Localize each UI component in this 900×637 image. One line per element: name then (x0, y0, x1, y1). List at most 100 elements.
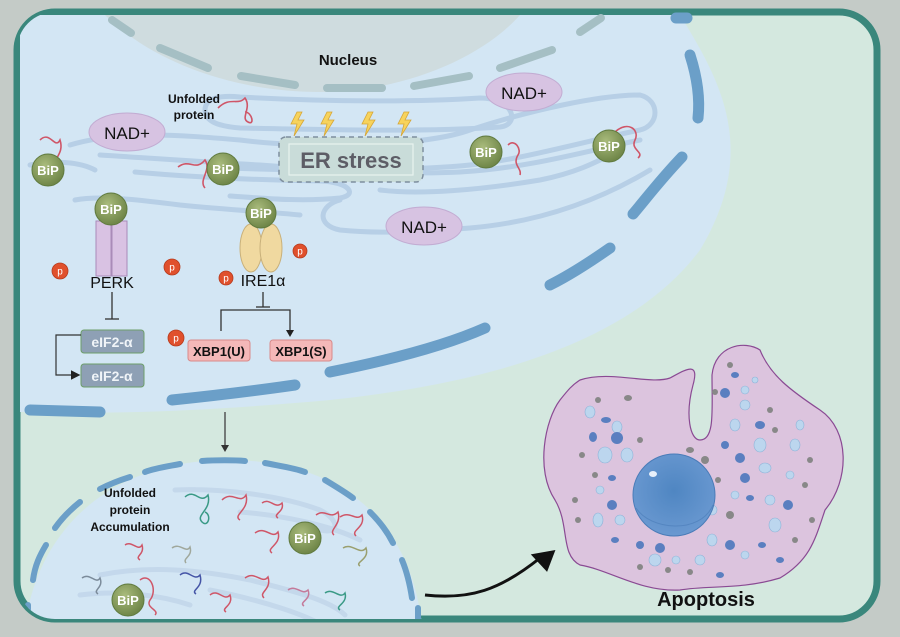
vesicle (751, 376, 759, 384)
vesicle (740, 550, 750, 560)
downstream-arrow (221, 412, 229, 452)
perk-label: PERK (90, 275, 134, 292)
phosphate-group: p (218, 270, 234, 286)
vesicle (776, 557, 784, 563)
bip-label: BiP (212, 162, 234, 177)
vesicle (575, 517, 581, 523)
unfolded-protein-strands (39, 96, 641, 189)
vesicle (792, 537, 798, 543)
ire1-signal-line (220, 292, 291, 332)
perk-receptor: BiP PERK (90, 192, 134, 292)
vesicle (755, 421, 765, 429)
vesicle (592, 472, 598, 478)
vesicle (636, 541, 644, 549)
vesicle (687, 569, 693, 575)
vesicle (595, 485, 605, 495)
vesicle (611, 420, 623, 434)
apoptosis-label: Apoptosis (657, 589, 755, 611)
vesicle (611, 432, 623, 444)
vesicle (572, 497, 578, 503)
nad-label: NAD+ (401, 218, 447, 237)
vesicle (715, 477, 721, 483)
vesicle (740, 473, 750, 483)
er-stress-box (278, 136, 424, 183)
cell-body (20, 15, 731, 413)
vesicle (614, 514, 626, 526)
unfolded-protein-label-line1: Unfolded (168, 92, 220, 106)
vesicle (740, 385, 750, 395)
vesicle (735, 453, 745, 463)
accumulated-unfolded-proteins (81, 493, 368, 616)
vesicle (595, 397, 601, 403)
vesicle (785, 470, 795, 480)
phosphate-label: p (169, 263, 175, 274)
vesicle (767, 407, 773, 413)
phosphate-label: p (297, 247, 303, 258)
apoptotic-nucleus (632, 453, 716, 537)
lightning-bolt-icon (290, 111, 305, 137)
phosphate-label: p (223, 274, 229, 285)
apoptotic-vesicles (572, 362, 815, 578)
ire1a-label: IRE1α (241, 273, 286, 290)
phosphate-group: p (292, 243, 308, 259)
vesicle (712, 389, 718, 395)
vesicle (589, 432, 597, 442)
eif2a-label: eIF2-α (91, 368, 133, 384)
accumulation-label-line1: Unfolded (104, 486, 156, 500)
vesicle (764, 494, 776, 506)
vesicle (795, 419, 805, 431)
accumulation-label-line3: Accumulation (90, 520, 169, 534)
phosphate-group: p (163, 258, 181, 276)
vesicle (758, 542, 766, 548)
bip-label: BiP (100, 202, 122, 217)
vesicle (716, 572, 724, 578)
eif2a-phosphorylated: eIF2-α (80, 363, 145, 388)
nad-molecule-3: NAD+ (385, 206, 463, 246)
vesicle (772, 427, 778, 433)
vesicle (807, 457, 813, 463)
xbp1-spliced: XBP1(S) (269, 339, 333, 362)
vesicle (726, 511, 734, 519)
xbp1-u-label: XBP1(U) (193, 344, 245, 359)
vesicle (725, 540, 735, 550)
bip-chaperone: BiP (469, 135, 503, 169)
nucleus (105, 15, 520, 92)
vesicle (753, 437, 767, 453)
vesicle (706, 533, 718, 547)
vesicle (783, 500, 793, 510)
vesicle (608, 475, 616, 481)
vesicle (701, 456, 709, 464)
bip-label: BiP (598, 139, 620, 154)
vesicle (592, 512, 604, 528)
lightning-bolt-icon (361, 111, 376, 137)
accumulation-label-line2: protein (110, 503, 151, 517)
vesicle (739, 399, 751, 411)
bip-label: BiP (294, 531, 316, 546)
lightning-bolt-icon (320, 111, 335, 137)
vesicle (721, 441, 729, 449)
vesicle (758, 462, 772, 474)
vesicle (624, 395, 632, 401)
vesicle (720, 388, 730, 398)
perk-signal-line (105, 292, 119, 320)
bip-label: BiP (250, 206, 272, 221)
nucleus-label: Nucleus (319, 52, 377, 69)
bip-label: BiP (117, 593, 139, 608)
bip-chaperone: BiP (206, 152, 240, 186)
phosphate-label: p (173, 334, 179, 345)
vesicle (601, 417, 611, 423)
vesicle (802, 482, 808, 488)
vesicle (607, 500, 617, 510)
cell-membrane (24, 12, 705, 418)
bip-label: BiP (37, 163, 59, 178)
bip-chaperone: BiP (288, 521, 322, 555)
vesicle (655, 543, 665, 553)
phosphate-label: p (57, 267, 63, 278)
vesicle (746, 495, 754, 501)
vesicle (671, 555, 681, 565)
lightning-bolt-icon (397, 111, 412, 137)
eif2a-label: eIF2-α (91, 334, 133, 350)
er-stress-inner-border (288, 143, 414, 176)
unfolded-protein-label-line2: protein (174, 108, 215, 122)
nad-molecule-2: NAD+ (485, 72, 563, 112)
